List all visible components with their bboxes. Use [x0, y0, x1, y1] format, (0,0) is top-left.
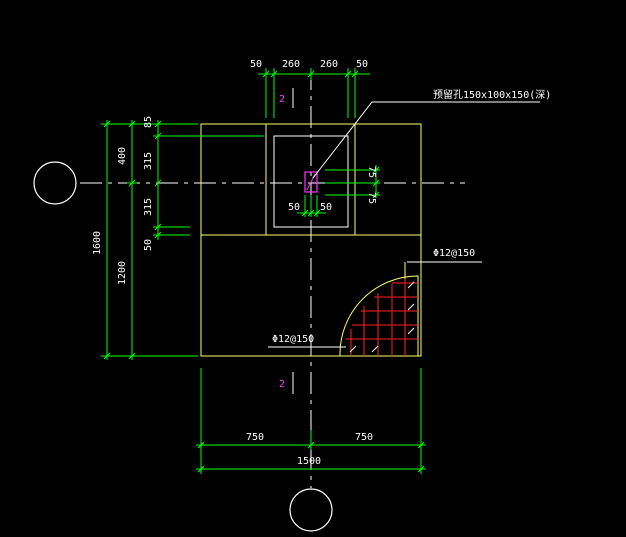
rebar-right-label: Φ12@150	[433, 248, 475, 259]
rebar-bottom-tick-2	[371, 345, 379, 353]
left-dim-315-bottom: 315	[143, 198, 154, 216]
rebar-left-label: Φ12@150	[272, 334, 314, 345]
rebar-edge-tick-1	[407, 281, 415, 289]
hole-dim-75-top: 75	[366, 166, 377, 178]
reserved-hole	[304, 171, 318, 193]
rebar-quarter-arc	[339, 275, 419, 357]
section-marker-bottom: 2	[279, 379, 285, 390]
left-dim-85: 85	[143, 116, 154, 128]
left-dim-400: 400	[117, 147, 128, 165]
axis-bubble-bottom	[289, 488, 333, 532]
top-dimension-chain	[258, 68, 370, 118]
hole-dimensions	[297, 165, 380, 217]
top-dim-260-right: 260	[320, 59, 338, 70]
bottom-dim-750-left: 750	[246, 432, 264, 443]
rebar-edge-tick-3	[407, 327, 415, 335]
hole-dim-50-right: 50	[320, 202, 332, 213]
callout-text: 预留孔150x100x150(深)	[433, 88, 551, 101]
hole-dim-50-left: 50	[288, 202, 300, 213]
callout-leader	[312, 101, 540, 179]
bottom-dim-750-right: 750	[355, 432, 373, 443]
left-dim-1600: 1600	[92, 231, 103, 255]
rebar-edge-tick-2	[407, 303, 415, 311]
section-marker-top: 2	[279, 94, 285, 105]
left-dim-315-top: 315	[143, 152, 154, 170]
rebar-bottom-tick-1	[349, 345, 357, 353]
bottom-dimension-chains	[196, 368, 426, 474]
left-dim-1200: 1200	[117, 261, 128, 285]
left-dim-50: 50	[143, 239, 154, 251]
foundation-slab	[200, 123, 422, 357]
left-dimension-chains	[101, 120, 264, 360]
top-dim-260-left: 260	[282, 59, 300, 70]
foundation-outline	[200, 123, 422, 357]
hole-dim-75-bottom: 75	[366, 192, 377, 204]
axis-bubble-left	[33, 161, 77, 205]
top-dim-50-left: 50	[250, 59, 262, 70]
column-socket-outline	[273, 135, 349, 228]
bottom-dim-1500: 1500	[297, 456, 321, 467]
top-dim-50-right: 50	[356, 59, 368, 70]
rebar-detail	[339, 275, 419, 357]
